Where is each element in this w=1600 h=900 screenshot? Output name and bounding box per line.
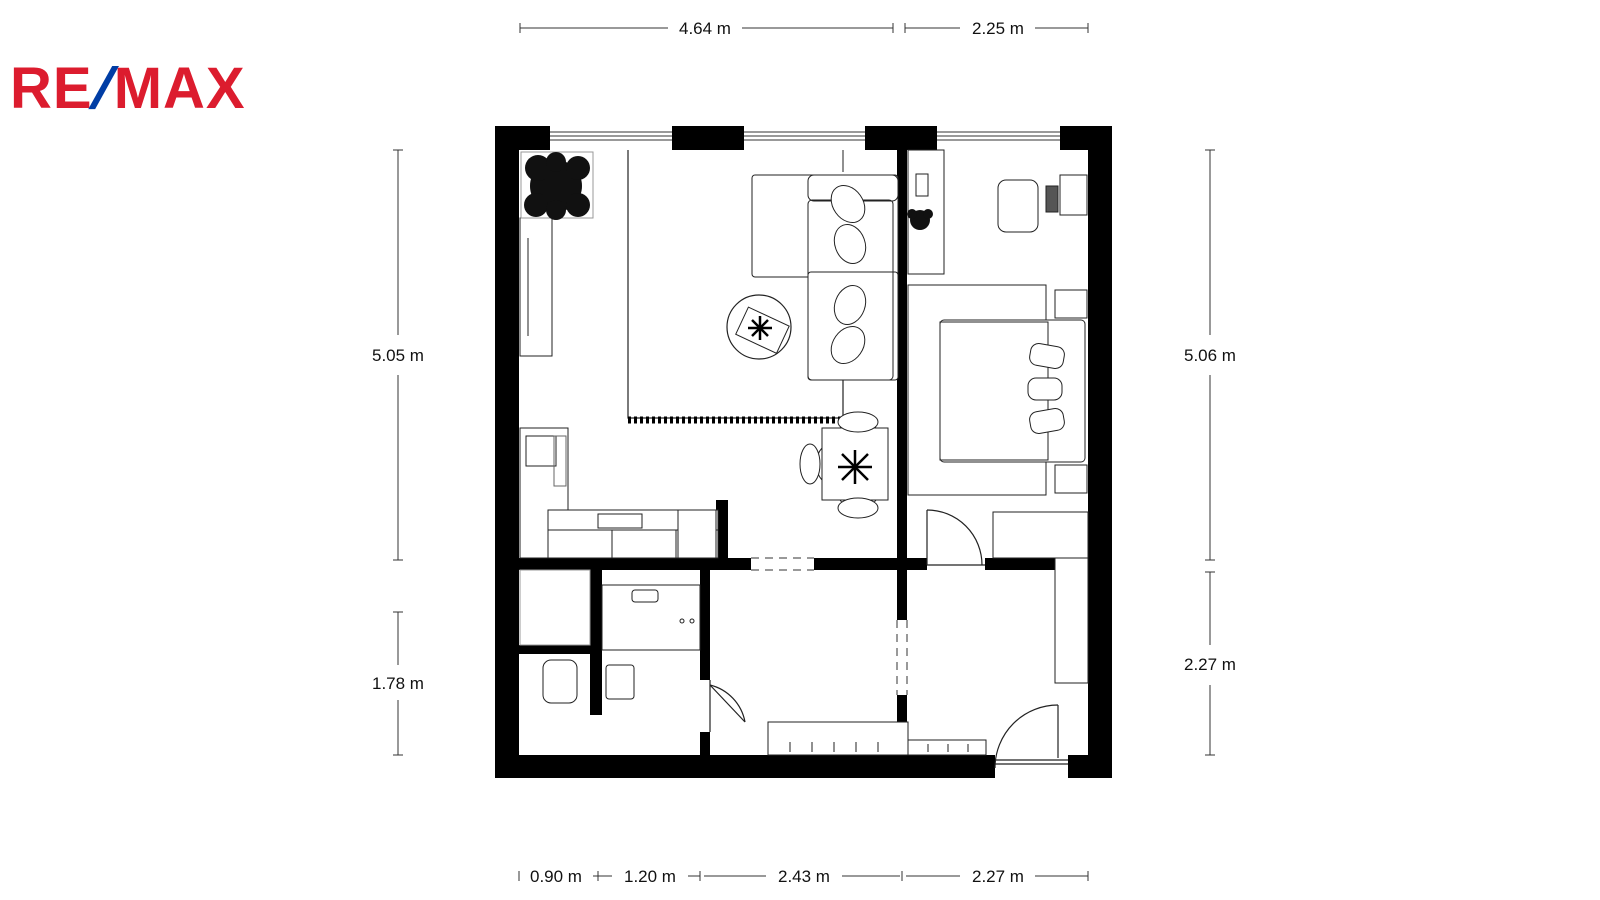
dimension-lines bbox=[393, 23, 1215, 881]
dining-plant-icon bbox=[838, 450, 872, 484]
interior-walls bbox=[519, 150, 1060, 757]
doors bbox=[709, 509, 1068, 769]
bedroom-furniture bbox=[907, 149, 1089, 684]
dim-left-2: 1.78 m bbox=[372, 674, 424, 693]
dim-bottom-1: 0.90 m bbox=[530, 867, 582, 886]
logo-part-re: RE bbox=[10, 56, 93, 121]
dim-bottom-2: 1.20 m bbox=[624, 867, 676, 886]
living-room-furniture bbox=[519, 150, 899, 424]
dining-furniture bbox=[799, 411, 889, 519]
table-plant-icon bbox=[748, 316, 772, 340]
logo-part-max: MAX bbox=[113, 56, 246, 121]
dim-bottom-4: 2.27 m bbox=[972, 867, 1024, 886]
dimension-labels: 4.64 m 2.25 m 5.05 m 1.78 m 5.06 m 2.27 … bbox=[372, 19, 1236, 886]
dim-bottom-3: 2.43 m bbox=[778, 867, 830, 886]
kitchen-furniture bbox=[519, 427, 719, 559]
remax-logo: RE/MAX bbox=[10, 56, 246, 121]
dim-right-1: 5.06 m bbox=[1184, 346, 1236, 365]
dim-right-2: 2.27 m bbox=[1184, 655, 1236, 674]
dim-top-2: 2.25 m bbox=[972, 19, 1024, 38]
bedroom-plant-icon bbox=[907, 209, 933, 230]
dim-top-1: 4.64 m bbox=[679, 19, 731, 38]
dim-left-1: 5.05 m bbox=[372, 346, 424, 365]
outer-walls bbox=[495, 126, 1112, 778]
bathroom-furniture bbox=[519, 569, 987, 756]
openings bbox=[751, 557, 908, 695]
top-windows bbox=[550, 131, 1060, 141]
plant-icon bbox=[524, 152, 590, 220]
